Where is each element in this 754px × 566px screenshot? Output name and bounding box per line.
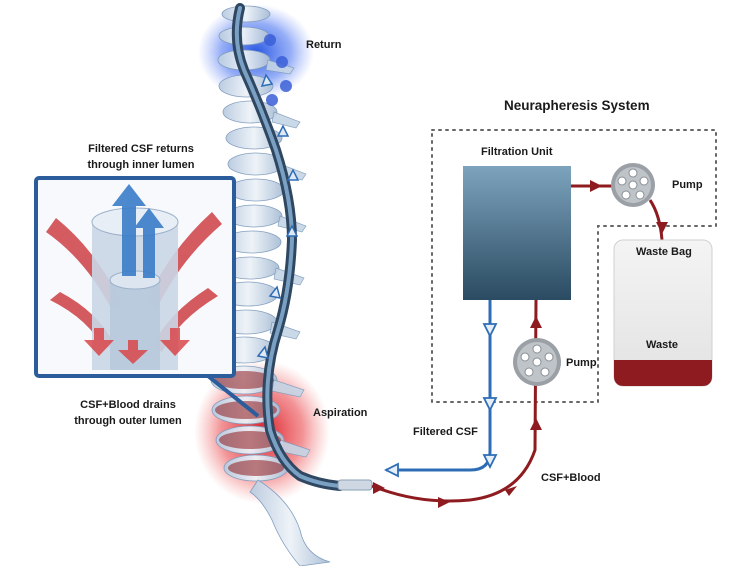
waste-bag [613, 239, 713, 387]
label-return: Return [306, 39, 342, 51]
label-pump-mid: Pump [566, 357, 597, 369]
label-drains: CSF+Blood drains through outer lumen [74, 399, 182, 427]
label-waste: Waste [646, 339, 678, 351]
label-csf-blood: CSF+Blood [541, 472, 601, 484]
system-boundary [431, 129, 717, 403]
pump-icon [513, 338, 561, 386]
tubing [371, 184, 664, 503]
label-filtration-unit: Filtration Unit [481, 146, 553, 158]
blue-arrows [383, 323, 498, 478]
label-aspiration: Aspiration [313, 407, 368, 419]
label-waste-bag: Waste Bag [636, 246, 692, 258]
catheter [231, 3, 373, 491]
filtration-unit [463, 166, 571, 300]
label-filtered-csf: Filtered CSF [413, 426, 478, 438]
pump-icon [611, 163, 655, 207]
label-pump-top: Pump [672, 179, 703, 191]
lumen-inset [34, 176, 260, 418]
diagram-title: Neurapheresis System [504, 98, 650, 113]
label-filtered-returns: Filtered CSF returns through inner lumen [87, 143, 195, 171]
red-arrows [373, 180, 668, 508]
